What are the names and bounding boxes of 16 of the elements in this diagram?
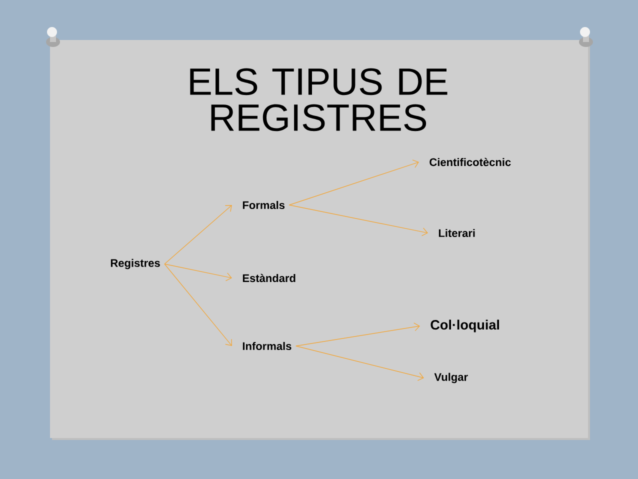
- node-label: Col·loquial: [430, 320, 499, 332]
- arrow: [164, 264, 232, 346]
- title: ELS TIPUS DE REGISTRES: [190, 68, 448, 132]
- arrow: [296, 346, 424, 381]
- arrow: [288, 160, 419, 206]
- node-label: Informals: [242, 342, 292, 350]
- arrow: [288, 204, 428, 236]
- node-label: Vulgar: [434, 372, 468, 384]
- node-label: Cientificotècnic: [430, 158, 511, 166]
- node-label: Registres: [110, 258, 160, 270]
- arrow: [296, 322, 420, 346]
- arrow: [164, 205, 232, 264]
- node-label: Formals: [242, 200, 285, 210]
- node-label: Literari: [438, 228, 475, 238]
- arrow: [164, 264, 232, 282]
- node-label: Estàndard: [242, 274, 296, 282]
